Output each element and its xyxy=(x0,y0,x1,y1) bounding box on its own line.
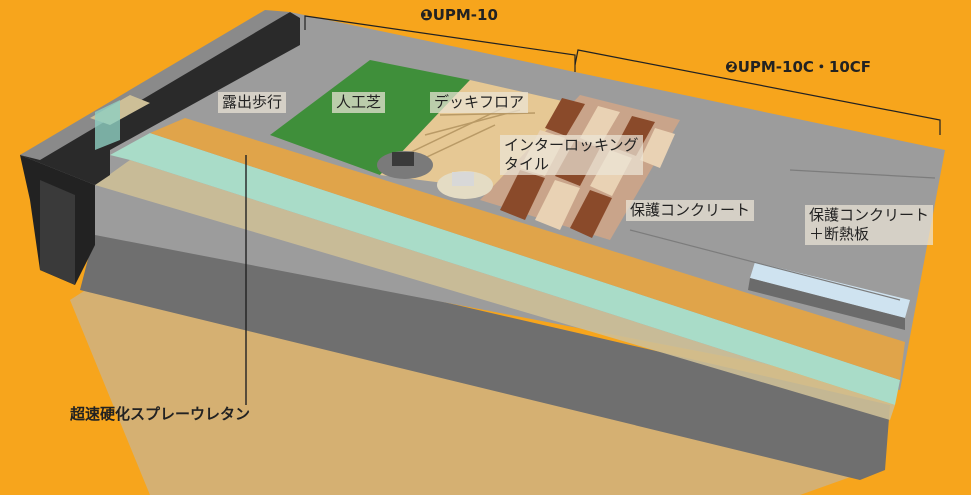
turf-area xyxy=(270,60,470,175)
parapet-top xyxy=(20,10,290,160)
label-hogo-2: 保護コンクリート ＋断熱板 xyxy=(805,205,934,245)
label-deck: デッキフロア xyxy=(430,92,529,113)
label-jinko: 人工芝 xyxy=(332,92,386,113)
label-upm10: ❶UPM-10 xyxy=(420,6,498,24)
insulation-strip xyxy=(750,262,910,318)
deck-seam-1 xyxy=(404,106,506,156)
label-upm10c: ❷UPM-10C・10CF xyxy=(725,58,872,76)
slab-front-face xyxy=(80,225,890,480)
drain-2-cap xyxy=(452,172,474,186)
seam-1 xyxy=(789,169,936,179)
label-urethane: 超速硬化スプレーウレタン xyxy=(70,405,251,423)
drain-1-cap xyxy=(392,152,414,166)
insulation-strip-shadow xyxy=(748,278,905,330)
parapet-stripe-cyan xyxy=(95,100,120,150)
deck-seam-3 xyxy=(439,112,536,116)
band-cyan xyxy=(110,133,900,405)
label-hogo-1: 保護コンクリート xyxy=(626,200,755,221)
upm10c-bracket xyxy=(574,49,941,135)
band-beige xyxy=(95,160,895,420)
left-block-face xyxy=(40,180,75,285)
label-roshutsu: 露出歩行 xyxy=(218,92,287,113)
seam-2 xyxy=(629,229,901,301)
parapet-wall xyxy=(20,12,300,185)
label-interlocking: インターロッキング タイル xyxy=(500,135,643,175)
band-orange xyxy=(150,118,905,380)
